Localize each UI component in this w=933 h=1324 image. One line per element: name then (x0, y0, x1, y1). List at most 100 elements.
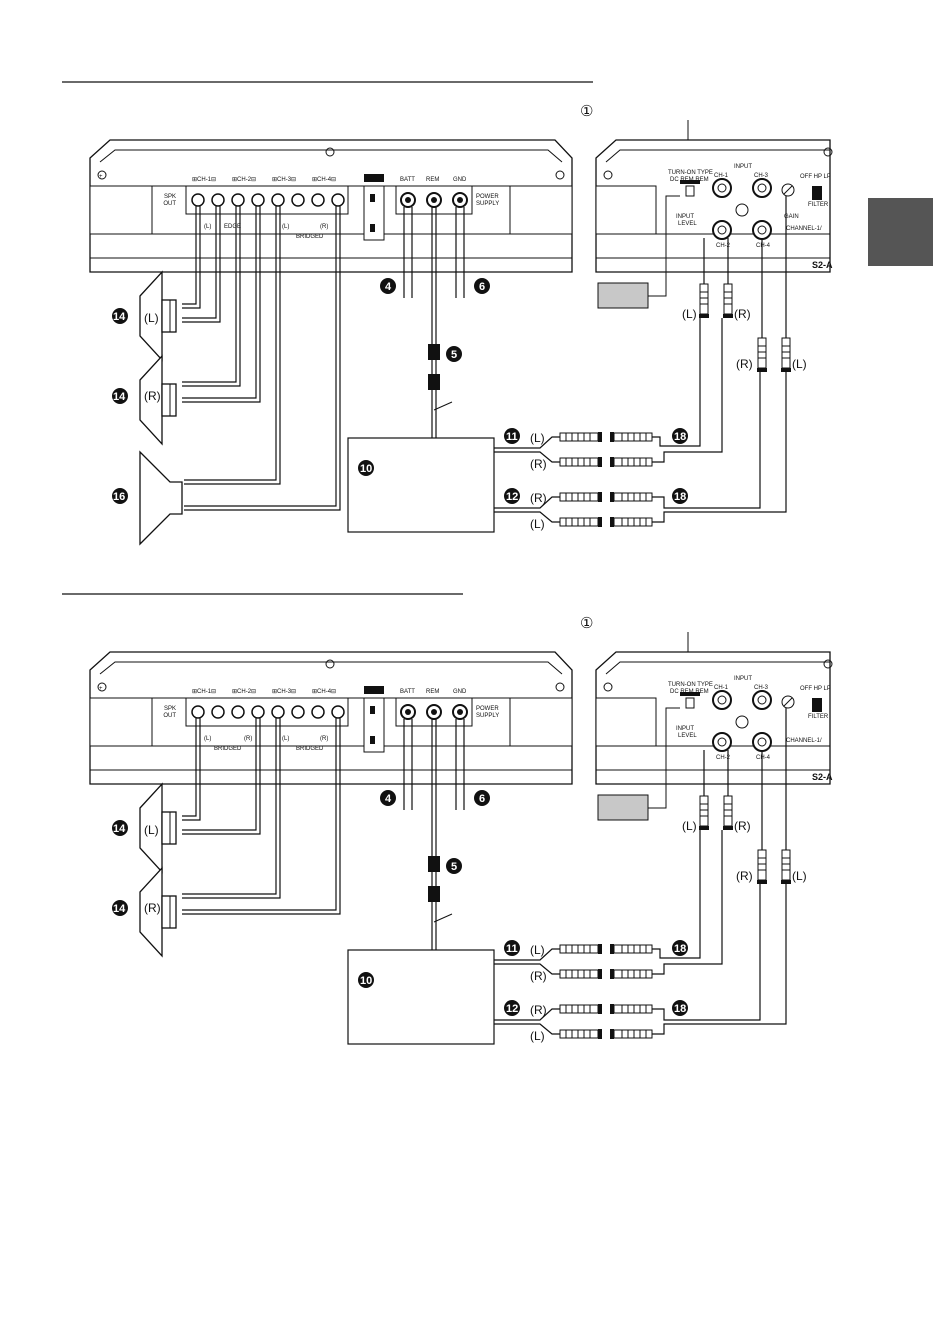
amp-r1-label-2: (R) (244, 736, 252, 742)
rca-l-label-3: (L) (530, 943, 545, 957)
speaker-left-label: (L) (144, 311, 159, 325)
batt-label: BATT (400, 177, 415, 183)
ch4-label: ⊞CH-4⊟ (312, 177, 336, 183)
amp-l2-label-2: (L) (282, 736, 289, 742)
ch3-label-2: ⊞CH-3⊟ (272, 689, 296, 695)
amp-r2-label-2: (R) (320, 736, 328, 742)
svg-text:4: 4 (385, 793, 392, 805)
badge-10: 10 (358, 460, 374, 476)
plug-l-label-2: (L) (792, 357, 807, 371)
channel-label: CHANNEL-1/ (786, 226, 822, 232)
svg-text:11: 11 (506, 943, 518, 955)
in-ch4-label-2: CH-4 (756, 755, 771, 761)
subwoofer (139, 450, 183, 546)
svg-text:6: 6 (479, 281, 485, 293)
plug-l-label-4: (L) (792, 869, 807, 883)
badge-4-2: 4 (380, 790, 396, 806)
input-heading-2: INPUT (734, 676, 752, 682)
turn-on-opts-label-2: DC REM REM (670, 689, 709, 695)
model-label: S2-A (812, 260, 833, 270)
supply-label-2: SUPPLY (476, 713, 499, 719)
plug-r-label-1: (R) (734, 307, 751, 321)
svg-text:5: 5 (451, 349, 457, 361)
turn-on-type-label-2: TURN-ON TYPE (668, 682, 713, 688)
power-label-2: POWER (476, 706, 499, 712)
amp-edge-label: EDGE (224, 224, 241, 230)
rca-r-label-3: (R) (530, 969, 547, 983)
badge-14a: 14 (112, 308, 128, 324)
in-ch3-label-2: CH-3 (754, 685, 769, 691)
ch4-label-2: ⊞CH-4⊟ (312, 689, 336, 695)
section-tab (868, 198, 933, 266)
svg-text:18: 18 (674, 431, 686, 443)
out-label: OUT (163, 201, 176, 207)
power-label: POWER (476, 194, 499, 200)
rca-r-label-2: (R) (530, 491, 547, 505)
amplifier-input-panel-2 (595, 651, 833, 785)
badge-6-2: 6 (474, 790, 490, 806)
top-diagram: ① SPK OUT ⊞CH-1⊟ ⊞CH-2⊟ ⊞CH-3⊟ ⊞CH-4⊟ 40… (62, 81, 833, 546)
spk-label-2: SPK (164, 706, 176, 712)
rca-l-label-4: (L) (530, 1029, 545, 1043)
plug-l-label-3: (L) (682, 819, 697, 833)
amplifier-input-panel (595, 139, 833, 273)
svg-text:18: 18 (674, 491, 686, 503)
turn-on-type-label: TURN-ON TYPE (668, 170, 713, 176)
in-ch4-label: CH-4 (756, 243, 771, 249)
filter-label-2: FILTER (808, 714, 829, 720)
remote-unit-2 (597, 794, 649, 821)
out-label-2: OUT (163, 713, 176, 719)
rca-l-label-1: (L) (530, 431, 545, 445)
input-label: INPUT (676, 214, 694, 220)
fuse-holder (428, 344, 440, 360)
plug-r-label-4: (R) (736, 869, 753, 883)
badge-5-2: 5 (446, 858, 462, 874)
rem-label: REM (426, 177, 439, 183)
svg-text:11: 11 (506, 431, 518, 443)
bottom-diagram: ① SPK OUT ⊞CH-1⊟ ⊞CH-2⊟ ⊞CH-3⊟ ⊞CH-4⊟ 40… (62, 593, 833, 1045)
gnd-label-2: GND (453, 689, 467, 695)
badge-18a: 18 (672, 428, 688, 444)
channel-label-2: CHANNEL-1/ (786, 738, 822, 744)
svg-text:5: 5 (451, 861, 457, 873)
speaker-left-label-2: (L) (144, 823, 159, 837)
badge-4: 4 (380, 278, 396, 294)
in-ch1-label-2: CH-1 (714, 685, 729, 691)
amp-r-label: (R) (320, 224, 328, 230)
speaker-right-label: (R) (144, 389, 161, 403)
svg-text:10: 10 (360, 975, 372, 987)
in-ch3-label: CH-3 (754, 173, 769, 179)
level-label: LEVEL (678, 221, 697, 227)
badge-18d: 18 (672, 1000, 688, 1016)
ch2-label: ⊞CH-2⊟ (232, 177, 256, 183)
amp-bridged-1: BRIDGED (214, 746, 242, 752)
svg-text:16: 16 (113, 491, 125, 503)
input-label-2: INPUT (676, 726, 694, 732)
spk-label: SPK (164, 194, 176, 200)
supply-label: SUPPLY (476, 201, 499, 207)
badge-11: 11 (504, 428, 520, 444)
badge-18b: 18 (672, 488, 688, 504)
svg-text:14: 14 (113, 311, 126, 323)
filter-label: FILTER (808, 202, 829, 208)
amp-l1-label-2: (L) (204, 736, 211, 742)
amp-bridged-label: BRIDGED (296, 234, 324, 240)
badge-18c: 18 (672, 940, 688, 956)
model-label-2: S2-A (812, 772, 833, 782)
input-heading: INPUT (734, 164, 752, 170)
svg-text:14: 14 (113, 391, 126, 403)
head-unit (347, 437, 495, 533)
badge-10-2: 10 (358, 972, 374, 988)
badge-16: 16 (112, 488, 128, 504)
in-ch2-label-2: CH-2 (716, 755, 731, 761)
circled-one-label-2: ① (580, 615, 593, 632)
badge-5: 5 (446, 346, 462, 362)
svg-text:6: 6 (479, 793, 485, 805)
ch2-label-2: ⊞CH-2⊟ (232, 689, 256, 695)
plug-l-label-1: (L) (682, 307, 697, 321)
amplifier-panel-2 (89, 651, 573, 785)
svg-text:12: 12 (506, 491, 518, 503)
filter-opts-label-2: OFF HP LP (800, 686, 831, 692)
rca-r-label-1: (R) (530, 457, 547, 471)
in-ch2-label: CH-2 (716, 243, 731, 249)
